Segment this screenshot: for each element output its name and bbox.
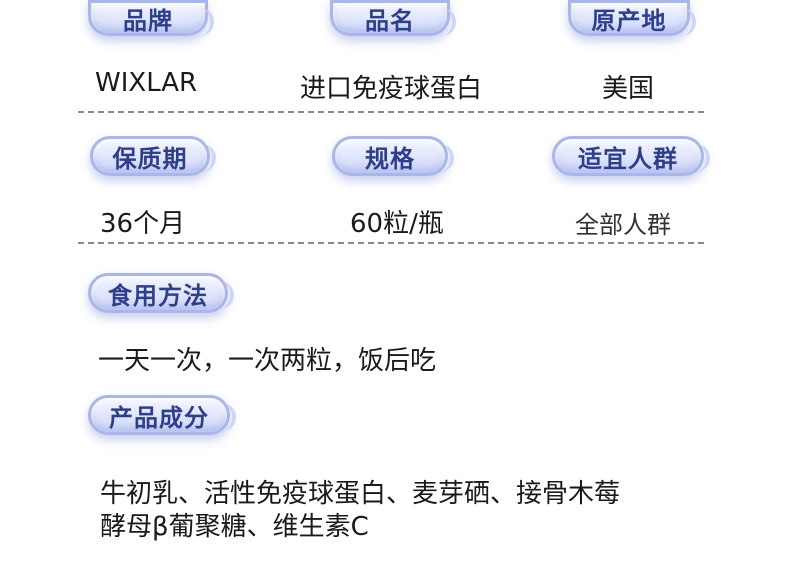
origin-label-pill: 原产地 — [568, 0, 696, 36]
divider-2 — [78, 242, 704, 244]
ingredients-line-1: 牛初乳、活性免疫球蛋白、麦芽硒、接骨木莓 — [100, 479, 621, 509]
ingredients-label: 产品成分 — [109, 403, 209, 432]
ingredients-text: 牛初乳、活性免疫球蛋白、麦芽硒、接骨木莓 酵母β葡聚糖、维生素C — [100, 478, 620, 544]
origin-label: 原产地 — [591, 6, 667, 35]
origin-value: 美国 — [602, 74, 655, 104]
audience-label: 适宜人群 — [578, 144, 678, 173]
usage-label: 食用方法 — [108, 281, 208, 310]
audience-value: 全部人群 — [575, 211, 671, 239]
divider-1 — [78, 111, 704, 113]
spec-value: 60粒/瓶 — [350, 209, 444, 239]
brand-label-pill: 品牌 — [88, 0, 214, 36]
shelf-life-value: 36个月 — [100, 209, 186, 239]
shelf-life-label-pill: 保质期 — [90, 136, 216, 176]
brand-value: WIXLAR — [95, 68, 198, 98]
usage-value: 一天一次，一次两粒，饭后吃 — [98, 346, 437, 376]
usage-label-pill: 食用方法 — [88, 273, 234, 313]
audience-label-pill: 适宜人群 — [552, 136, 710, 176]
product-name-value: 进口免疫球蛋白 — [300, 74, 483, 104]
product-name-label-pill: 品名 — [330, 0, 456, 36]
ingredients-label-pill: 产品成分 — [88, 395, 236, 435]
shelf-life-label: 保质期 — [112, 144, 188, 173]
spec-label-pill: 规格 — [332, 136, 454, 176]
ingredients-line-2: 酵母β葡聚糖、维生素C — [100, 512, 369, 542]
product-name-label: 品名 — [365, 6, 415, 35]
brand-label: 品牌 — [123, 6, 173, 35]
spec-label: 规格 — [365, 144, 415, 173]
